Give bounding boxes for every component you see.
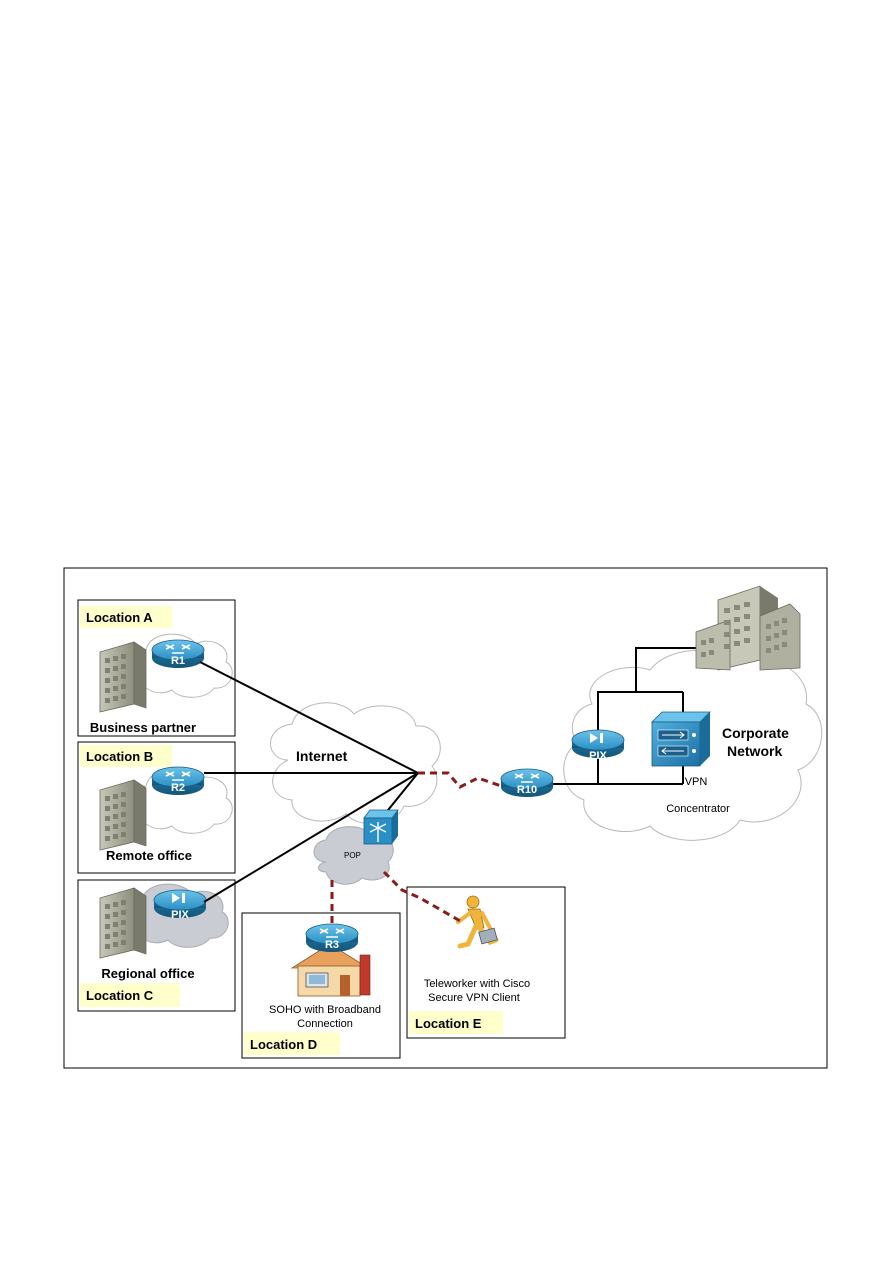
- tunnel-pop-teleworker: [382, 870, 463, 924]
- internet-label: Internet: [296, 748, 348, 764]
- pop-switch-icon: [363, 809, 399, 845]
- location-e-caption-line1: Teleworker with Cisco: [424, 978, 530, 990]
- location-a-caption: Business partner: [90, 720, 196, 735]
- location-c-box: PIX Regional office Location C: [77, 879, 236, 1012]
- location-e-caption-line2: Secure VPN Client: [428, 992, 520, 1004]
- vpn-concentrator-icon: [651, 711, 711, 767]
- pop-label: POP: [344, 851, 361, 860]
- router-r3-label: R3: [325, 939, 339, 951]
- pix-corp-label: PIX: [589, 750, 607, 762]
- location-d-title: Location D: [250, 1037, 317, 1052]
- pix-c-label: PIX: [171, 909, 189, 921]
- location-b-caption: Remote office: [106, 848, 192, 863]
- location-b-box: Location B R2 Remote office: [77, 741, 236, 874]
- link-pix-c-internet: [203, 772, 419, 903]
- building-icon: [99, 887, 147, 959]
- location-e-box: Teleworker with Cisco Secure VPN Client …: [406, 886, 566, 1039]
- teleworker-icon: [456, 895, 499, 949]
- router-r1-label: R1: [171, 655, 185, 667]
- building-icon: [99, 779, 147, 851]
- location-a-box: Location A R1 Business partner: [77, 599, 236, 737]
- location-c-title: Location C: [86, 988, 154, 1003]
- internet-cloud: [270, 702, 441, 825]
- tunnel-internet-r10: [418, 771, 505, 789]
- link-corp-building: [635, 647, 700, 692]
- vpn-tunnels: [330, 771, 505, 924]
- location-d-caption-line1: SOHO with Broadband: [269, 1004, 381, 1016]
- pix-firewall-corp-icon: [571, 729, 625, 758]
- building-icon: [99, 641, 147, 713]
- corporate-building-icon: [695, 585, 801, 671]
- router-r10-label: R10: [517, 784, 537, 796]
- vpn-concentrator-label-line2: Concentrator: [666, 803, 730, 815]
- vpn-concentrator-label-line1: VPN: [685, 776, 708, 788]
- corporate-label-line2: Network: [727, 743, 782, 759]
- house-icon: [290, 943, 371, 997]
- location-b-title: Location B: [86, 749, 153, 764]
- location-d-box: R3 SOHO with Broadband Connection Locati…: [241, 912, 401, 1059]
- location-e-title: Location E: [415, 1016, 482, 1031]
- location-a-title: Location A: [86, 610, 153, 625]
- location-c-caption: Regional office: [101, 966, 194, 981]
- link-r1-internet: [199, 661, 419, 774]
- location-d-caption-line2: Connection: [297, 1018, 353, 1030]
- router-r2-label: R2: [171, 782, 185, 794]
- corporate-label-line1: Corporate: [722, 725, 789, 741]
